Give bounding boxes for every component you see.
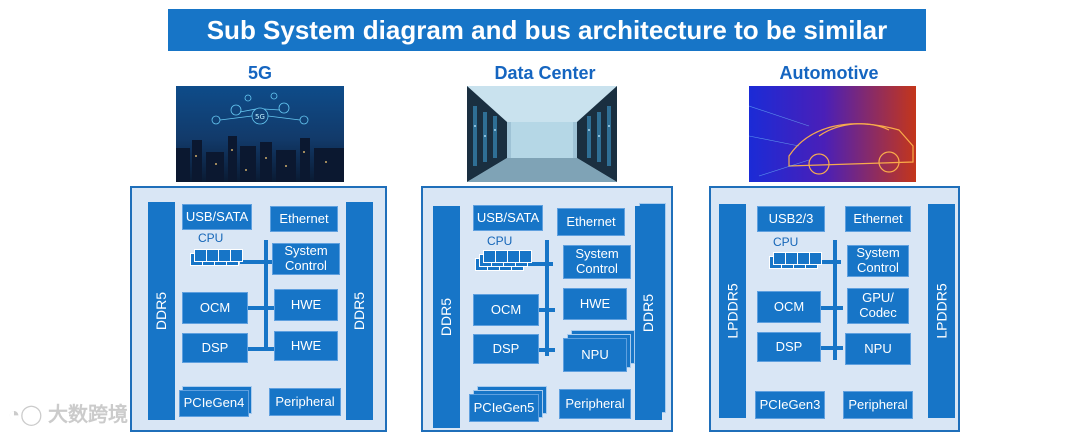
hwe-block: HWE	[274, 289, 338, 321]
dsp-block: DSP	[182, 333, 248, 363]
svg-text:5G: 5G	[255, 113, 265, 121]
watermark-text: 大数跨境	[48, 404, 129, 426]
hwe-block-2: HWE	[274, 331, 338, 361]
bus-link-ocm	[228, 306, 274, 310]
peripheral-block: Peripheral	[843, 391, 913, 419]
gpu-codec-block: GPU/ Codec	[847, 288, 909, 324]
cpu-core	[230, 249, 243, 262]
ethernet-block: Ethernet	[270, 206, 338, 232]
ddr-bar-right: DDR5	[346, 202, 373, 420]
bus-link-ocm	[803, 306, 843, 310]
ocm-block: OCM	[757, 291, 821, 323]
bus-link-dsp	[228, 347, 274, 351]
ddr-bar-left: DDR5	[433, 206, 460, 428]
ocm-block: OCM	[473, 294, 539, 326]
cpu-core	[809, 252, 822, 265]
watermark: ◔◯ 大数跨境	[8, 398, 128, 427]
bus-link-cpu	[815, 260, 841, 264]
ethernet-block: Ethernet	[557, 208, 625, 236]
pcie-block: PCIeGen4	[179, 390, 249, 417]
hwe-block: HWE	[563, 288, 627, 320]
bus-link-dsp	[803, 346, 843, 350]
automotive-image	[749, 86, 916, 182]
dsp-block: DSP	[757, 332, 821, 362]
bus-link-cpu	[240, 260, 272, 264]
system-control-block: System Control	[563, 245, 631, 279]
diagram-title: Sub System diagram and bus architecture …	[168, 9, 926, 51]
cpu-label: CPU	[773, 235, 799, 249]
panel-data-center: DDR5 DDR5 USB/SATA Ethernet CPU System C…	[421, 186, 673, 432]
usb-sata-block: USB/SATA	[473, 205, 543, 231]
watermark-logo-icon: ◔◯	[8, 404, 43, 426]
ethernet-block: Ethernet	[845, 206, 911, 232]
column-heading-data-center: Data Center	[494, 63, 596, 83]
cpu-core	[519, 250, 532, 263]
ddr-bar-right: DDR5	[635, 206, 662, 420]
cpu-label: CPU	[487, 234, 513, 248]
column-heading-automotive: Automotive	[779, 63, 879, 83]
ddr-bar-left: DDR5	[148, 202, 175, 420]
lpddr-bar-right: LPDDR5	[928, 204, 955, 418]
npu-block: NPU	[563, 338, 627, 372]
system-control-block: System Control	[847, 245, 909, 277]
peripheral-block: Peripheral	[559, 389, 631, 419]
usb-block: USB2/3	[757, 206, 825, 232]
bus-line	[264, 240, 268, 350]
5g-city-image: 5G	[176, 86, 344, 182]
panel-automotive: LPDDR5 LPDDR5 USB2/3 Ethernet CPU System…	[709, 186, 960, 432]
cpu-label: CPU	[198, 231, 224, 245]
peripheral-block: Peripheral	[269, 388, 341, 416]
npu-block: NPU	[845, 333, 911, 365]
column-heading-5g: 5G	[247, 63, 272, 83]
bus-line	[545, 240, 549, 356]
system-control-block: System Control	[272, 243, 340, 275]
panel-5g: DDR5 DDR5 USB/SATA Ethernet CPU System C…	[130, 186, 387, 432]
bus-link-cpu	[523, 262, 553, 266]
ocm-block: OCM	[182, 292, 248, 324]
usb-sata-block: USB/SATA	[182, 204, 252, 230]
bus-line	[833, 240, 837, 360]
dsp-block: DSP	[473, 334, 539, 364]
pcie-block: PCIeGen3	[755, 391, 825, 419]
lpddr-bar-left: LPDDR5	[719, 204, 746, 418]
pcie-block: PCIeGen5	[469, 394, 539, 422]
data-center-image	[467, 86, 617, 182]
